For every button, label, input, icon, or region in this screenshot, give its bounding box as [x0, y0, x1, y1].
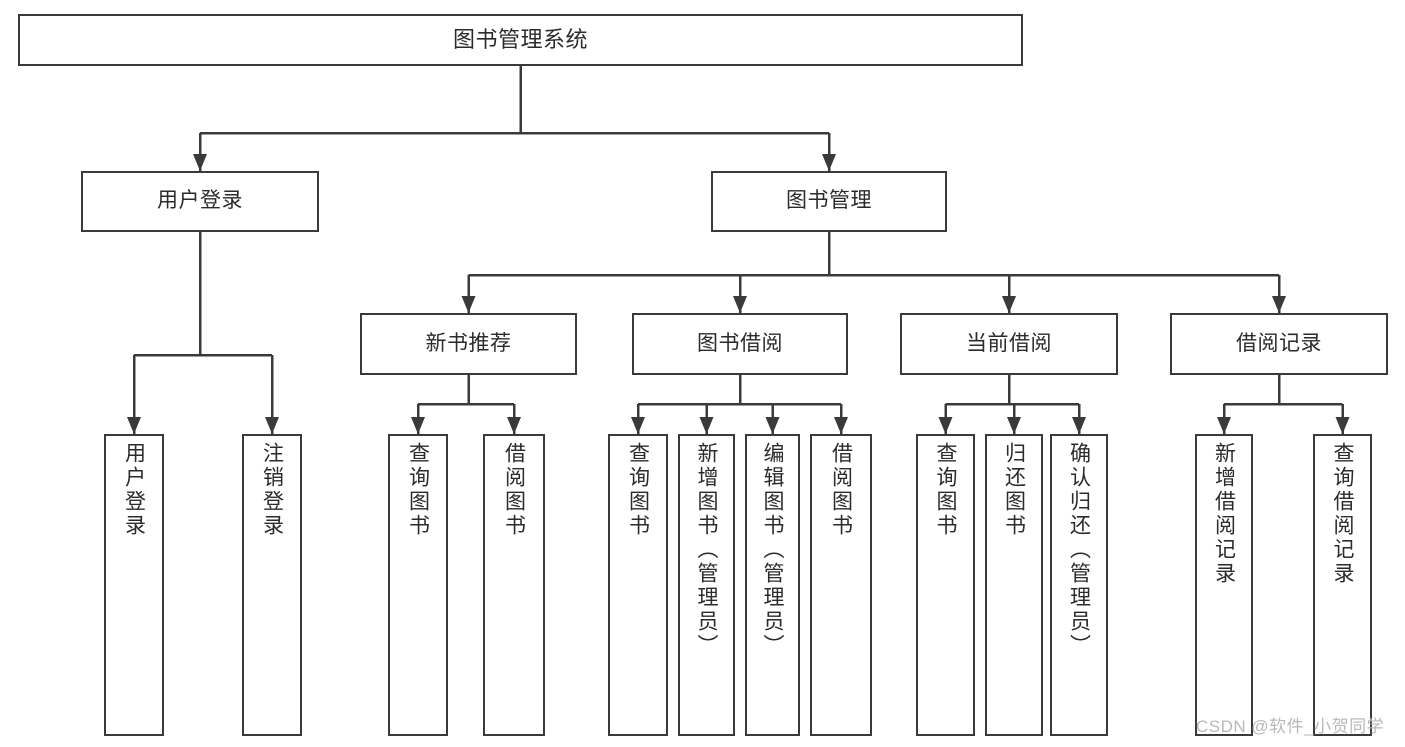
- node-label: 确认归还（管理员）: [1067, 442, 1091, 658]
- arrow-head-icon: [938, 417, 953, 434]
- node-label: 编辑图书（管理员）: [761, 442, 784, 658]
- arrow-head-icon: [1072, 417, 1086, 434]
- node-label: 图书管理: [786, 189, 872, 213]
- arrow-head-icon: [507, 417, 521, 434]
- arrow-head-icon: [1007, 417, 1021, 434]
- arrow-head-icon: [265, 417, 279, 434]
- arrow-head-icon: [193, 154, 207, 171]
- arrow-head-icon: [127, 417, 141, 434]
- arrow-head-icon: [733, 296, 747, 313]
- node-leaf-user-logout[interactable]: 注销登录: [242, 434, 302, 736]
- node-label: 用户登录: [157, 189, 243, 213]
- node-leaf-user-login[interactable]: 用户登录: [104, 434, 164, 736]
- node-label: 注销登录: [260, 442, 284, 538]
- arrow-head-icon: [631, 417, 645, 434]
- node-leaf-return-book[interactable]: 归还图书: [985, 434, 1043, 736]
- arrow-head-icon: [822, 154, 836, 171]
- arrow-head-icon: [834, 417, 848, 434]
- arrow-head-icon: [461, 296, 476, 313]
- node-leaf-query-book-3[interactable]: 查询图书: [916, 434, 975, 736]
- arrow-head-icon: [765, 417, 780, 434]
- arrow-head-icon: [411, 417, 425, 434]
- node-label: 查询图书: [934, 442, 957, 538]
- node-label: 当前借阅: [966, 331, 1052, 355]
- node-root[interactable]: 图书管理系统: [18, 14, 1023, 66]
- node-label: 归还图书: [1002, 442, 1026, 538]
- node-leaf-add-record[interactable]: 新增借阅记录: [1195, 434, 1253, 736]
- node-label: 查询图书: [406, 442, 430, 538]
- node-user-login[interactable]: 用户登录: [81, 171, 319, 232]
- arrow-head-icon: [1217, 417, 1231, 434]
- node-leaf-query-book-2[interactable]: 查询图书: [608, 434, 668, 736]
- node-label: 图书管理系统: [452, 27, 588, 53]
- node-label: 新书推荐: [425, 331, 512, 355]
- node-book-borrow[interactable]: 图书借阅: [632, 313, 848, 375]
- node-leaf-borrow-book-2[interactable]: 借阅图书: [810, 434, 872, 736]
- node-book-manage[interactable]: 图书管理: [711, 171, 947, 232]
- node-borrow-record[interactable]: 借阅记录: [1170, 313, 1388, 375]
- arrow-head-icon: [1002, 296, 1016, 313]
- node-new-book-rec[interactable]: 新书推荐: [360, 313, 577, 375]
- node-leaf-query-record[interactable]: 查询借阅记录: [1313, 434, 1372, 736]
- node-leaf-confirm-return[interactable]: 确认归还（管理员）: [1050, 434, 1108, 736]
- node-label: 新增图书（管理员）: [695, 442, 718, 658]
- node-label: 借阅图书: [502, 442, 526, 538]
- node-current-borrow[interactable]: 当前借阅: [900, 313, 1118, 375]
- arrow-head-icon: [699, 417, 714, 434]
- node-label: 查询借阅记录: [1331, 442, 1354, 586]
- node-label: 借阅图书: [829, 442, 853, 538]
- node-leaf-query-book-1[interactable]: 查询图书: [388, 434, 448, 736]
- node-leaf-borrow-book-1[interactable]: 借阅图书: [483, 434, 545, 736]
- node-leaf-add-book[interactable]: 新增图书（管理员）: [678, 434, 735, 736]
- arrow-head-icon: [1272, 296, 1286, 313]
- arrow-head-icon: [1335, 417, 1350, 434]
- node-label: 新增借阅记录: [1212, 442, 1236, 586]
- watermark-label: CSDN @软件_小贺同学: [1196, 717, 1385, 736]
- node-leaf-edit-book[interactable]: 编辑图书（管理员）: [745, 434, 800, 736]
- node-label: 用户登录: [122, 442, 146, 538]
- node-label: 查询图书: [626, 442, 650, 538]
- node-label: 借阅记录: [1236, 331, 1322, 355]
- node-label: 图书借阅: [697, 331, 783, 355]
